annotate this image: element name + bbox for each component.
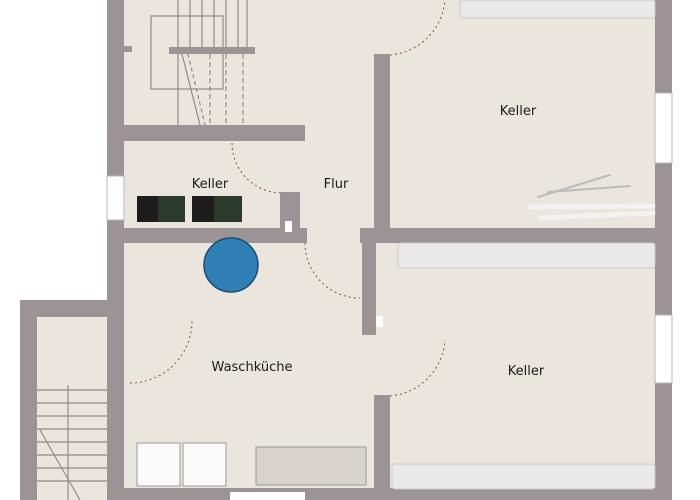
door-swing <box>389 0 446 56</box>
shoe-rack-icon <box>255 446 367 486</box>
dryer-icon <box>182 442 227 487</box>
boiler-icon <box>203 237 259 293</box>
shelves <box>391 0 656 490</box>
window <box>654 92 673 164</box>
stairwell-floor <box>37 317 107 500</box>
staircase <box>37 385 107 500</box>
room-label-flur: Flur <box>324 177 349 192</box>
door-swing <box>129 320 193 384</box>
room-label-keller: Keller <box>508 364 545 379</box>
window <box>654 314 673 384</box>
window <box>106 175 125 221</box>
room-label-keller: Keller <box>192 177 229 192</box>
staircase <box>150 0 255 126</box>
room-label-waschkueche: Waschküche <box>212 360 293 375</box>
wine-rack <box>137 196 242 222</box>
washing-machine-icon <box>136 442 181 487</box>
skis-icon <box>527 174 656 221</box>
door-swing <box>389 339 446 397</box>
room-label-keller: Keller <box>500 104 537 119</box>
door-swing <box>304 242 361 299</box>
